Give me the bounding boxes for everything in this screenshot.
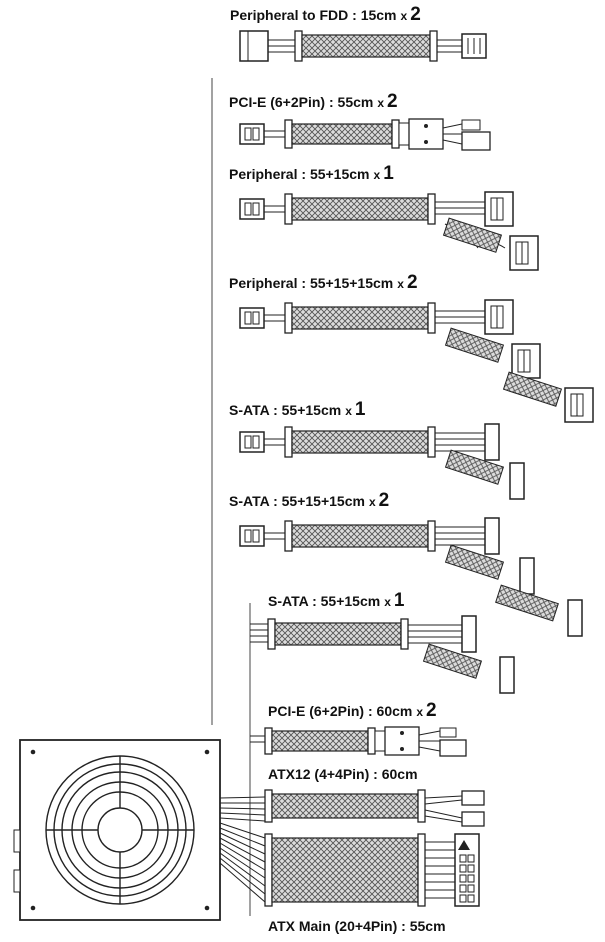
cable-sata-55-15-15 bbox=[239, 517, 583, 637]
cable-name: PCI-E (6+2Pin) bbox=[229, 94, 326, 110]
cable-length: 60cm bbox=[376, 703, 413, 719]
quantity: 2 bbox=[406, 272, 418, 293]
cable-atx12 bbox=[264, 789, 485, 827]
quantity: 2 bbox=[426, 700, 437, 721]
quantity: 2 bbox=[378, 490, 390, 511]
multiplier: x bbox=[368, 495, 376, 509]
cable-pcie-55cm bbox=[239, 118, 491, 151]
quantity: 1 bbox=[354, 399, 366, 420]
multiplier: x bbox=[397, 277, 404, 291]
cable-name: Peripheral bbox=[229, 275, 298, 291]
quantity: 1 bbox=[393, 590, 405, 611]
cable-name: PCI-E (6+2Pin) bbox=[268, 703, 365, 719]
multiplier: x bbox=[377, 96, 385, 110]
cable-length: 55+15+15cm bbox=[281, 493, 365, 509]
quantity: 2 bbox=[387, 91, 398, 112]
multiplier: x bbox=[384, 595, 391, 609]
label-atx12: ATX12 (4+4Pin) : 60cm bbox=[268, 766, 418, 782]
cable-length: 55cm bbox=[409, 918, 446, 934]
quantity: 1 bbox=[383, 163, 394, 184]
cable-peripheral-55-15 bbox=[239, 191, 539, 271]
multiplier: x bbox=[400, 9, 408, 23]
cable-name: ATX12 (4+4Pin) bbox=[268, 766, 370, 782]
multiplier: x bbox=[373, 168, 381, 182]
psu-unit bbox=[13, 739, 266, 921]
cable-length: 55+15cm bbox=[309, 166, 370, 182]
cable-length: 15cm bbox=[360, 7, 397, 23]
multiplier: x bbox=[345, 404, 352, 418]
cable-peripheral-55-15-15 bbox=[239, 299, 594, 423]
cable-name: Peripheral bbox=[229, 166, 298, 182]
quantity: 2 bbox=[410, 4, 421, 25]
cable-name: S-ATA bbox=[229, 402, 270, 418]
cable-length: 60cm bbox=[381, 766, 418, 782]
cable-pcie-60cm bbox=[250, 726, 467, 757]
cable-length: 55+15cm bbox=[281, 402, 342, 418]
fan-grill-icon bbox=[45, 755, 195, 905]
cable-length: 55cm bbox=[337, 94, 374, 110]
cable-name: S-ATA bbox=[268, 593, 309, 609]
cable-peripheral-to-fdd bbox=[239, 30, 487, 62]
multiplier: x bbox=[416, 705, 424, 719]
cable-length: 55+15cm bbox=[320, 593, 381, 609]
label-atx-main: ATX Main (20+4Pin) : 55cm bbox=[268, 918, 446, 934]
cable-atx-main bbox=[264, 833, 480, 907]
cable-sata-55-15-a bbox=[239, 423, 525, 500]
cable-name: ATX Main (20+4Pin) bbox=[268, 918, 398, 934]
cable-length: 55+15+15cm bbox=[309, 275, 394, 291]
cable-name: S-ATA bbox=[229, 493, 270, 509]
cable-sata-55-15-b bbox=[250, 615, 515, 694]
cable-name: Peripheral to FDD bbox=[230, 7, 349, 23]
